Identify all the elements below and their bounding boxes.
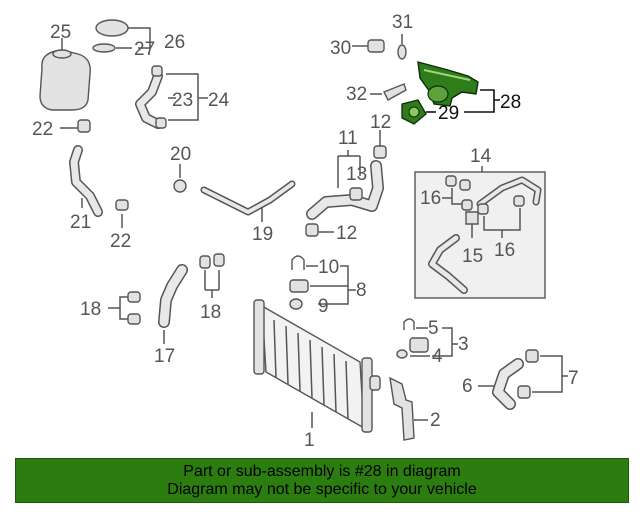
hose-11	[306, 160, 384, 220]
callout-12b: 12	[336, 223, 357, 244]
banner-line-1: Part or sub-assembly is #28 in diagram	[183, 462, 461, 480]
callout-6: 6	[462, 376, 473, 397]
seal-20	[173, 179, 187, 193]
callout-18b: 18	[200, 302, 221, 323]
clamp-18b	[213, 253, 225, 267]
callout-20: 20	[170, 144, 191, 165]
callout-16b: 16	[494, 240, 515, 261]
callout-4: 4	[432, 346, 443, 367]
callout-16a: 16	[420, 188, 441, 209]
callout-7: 7	[568, 368, 579, 389]
callout-11: 11	[338, 128, 358, 149]
callout-8: 8	[356, 280, 367, 301]
clamp-18c	[127, 291, 141, 303]
seal-4	[396, 349, 408, 359]
gasket-29	[401, 99, 427, 125]
leader-16a	[442, 188, 462, 205]
parts-diagram: 25 27 26 22 21 22 23 24 20 19 18 18	[32, 12, 579, 451]
callout-9: 9	[318, 296, 329, 317]
coolant-reservoir	[39, 49, 91, 111]
callout-15: 15	[462, 246, 483, 267]
clamp-13	[349, 187, 363, 201]
callout-12a: 12	[370, 112, 391, 133]
leader-24	[166, 73, 208, 121]
callout-21: 21	[70, 212, 91, 233]
clamp-12a	[373, 145, 387, 159]
clamp-16d	[513, 195, 525, 207]
clip-5	[403, 318, 415, 330]
callout-5: 5	[428, 318, 439, 339]
callout-1: 1	[304, 430, 315, 451]
group-box-14	[414, 171, 546, 299]
callout-17: 17	[154, 346, 175, 367]
leader-28	[464, 89, 500, 113]
callout-18a: 18	[80, 299, 101, 320]
radiator-1	[253, 299, 381, 433]
hose-16	[476, 176, 542, 208]
leader-18a	[108, 296, 128, 320]
clamp-18a	[199, 255, 211, 269]
reservoir-cap	[92, 19, 129, 53]
callout-2: 2	[430, 410, 441, 431]
tee-15	[465, 211, 479, 225]
clip-32	[383, 83, 407, 101]
info-banner: Part or sub-assembly is #28 in diagram D…	[15, 458, 629, 503]
leader-3	[432, 327, 458, 357]
callout-10: 10	[318, 257, 339, 278]
leader-18b	[204, 270, 220, 298]
seal-9	[289, 298, 303, 310]
callout-19: 19	[252, 224, 273, 245]
clamp-7b	[517, 385, 531, 399]
callout-29: 29	[438, 103, 459, 124]
callout-28: 28	[500, 92, 521, 113]
oring-31	[397, 44, 407, 60]
callout-22b: 22	[110, 231, 131, 252]
callout-23: 23	[172, 90, 193, 111]
clamp-22a	[77, 119, 91, 133]
clamp-16a	[445, 175, 457, 187]
callout-22a: 22	[32, 119, 53, 140]
clamp-22b	[115, 199, 129, 211]
leader-8	[310, 265, 356, 305]
clamp-7a	[525, 349, 539, 363]
banner-line-2: Diagram may not be specific to your vehi…	[167, 480, 477, 498]
hose-15	[428, 234, 468, 294]
callout-31: 31	[392, 12, 413, 33]
leader-26	[128, 27, 151, 49]
callout-3: 3	[458, 334, 469, 355]
pipe-19	[200, 180, 296, 216]
hose-21	[69, 145, 103, 217]
leader-16b	[483, 208, 521, 238]
fitting-3	[409, 337, 429, 353]
clamp-16e	[477, 203, 489, 215]
hose-17	[158, 264, 188, 328]
callout-24: 24	[208, 90, 230, 111]
clip-10	[291, 255, 305, 270]
callout-26: 26	[164, 32, 185, 53]
hose-23	[135, 71, 163, 129]
leader-11	[337, 150, 361, 188]
clamp-16c	[461, 199, 473, 211]
callout-30: 30	[330, 38, 351, 59]
callout-27: 27	[134, 39, 155, 60]
coolant-flange-28	[417, 61, 479, 107]
clamp-24b	[155, 117, 167, 129]
clamp-16b	[459, 179, 471, 191]
hose-6	[492, 358, 524, 410]
callout-25: 25	[50, 22, 71, 43]
clamp-12b	[305, 223, 319, 237]
callout-14: 14	[470, 146, 492, 167]
fitting-8	[289, 279, 309, 293]
bracket-2	[389, 376, 415, 441]
callout-13: 13	[346, 164, 367, 185]
clamp-18d	[127, 313, 141, 325]
callout-32: 32	[346, 84, 367, 105]
leader-7	[532, 355, 568, 393]
clamp-24a	[151, 65, 163, 77]
sensor-30	[367, 39, 385, 53]
